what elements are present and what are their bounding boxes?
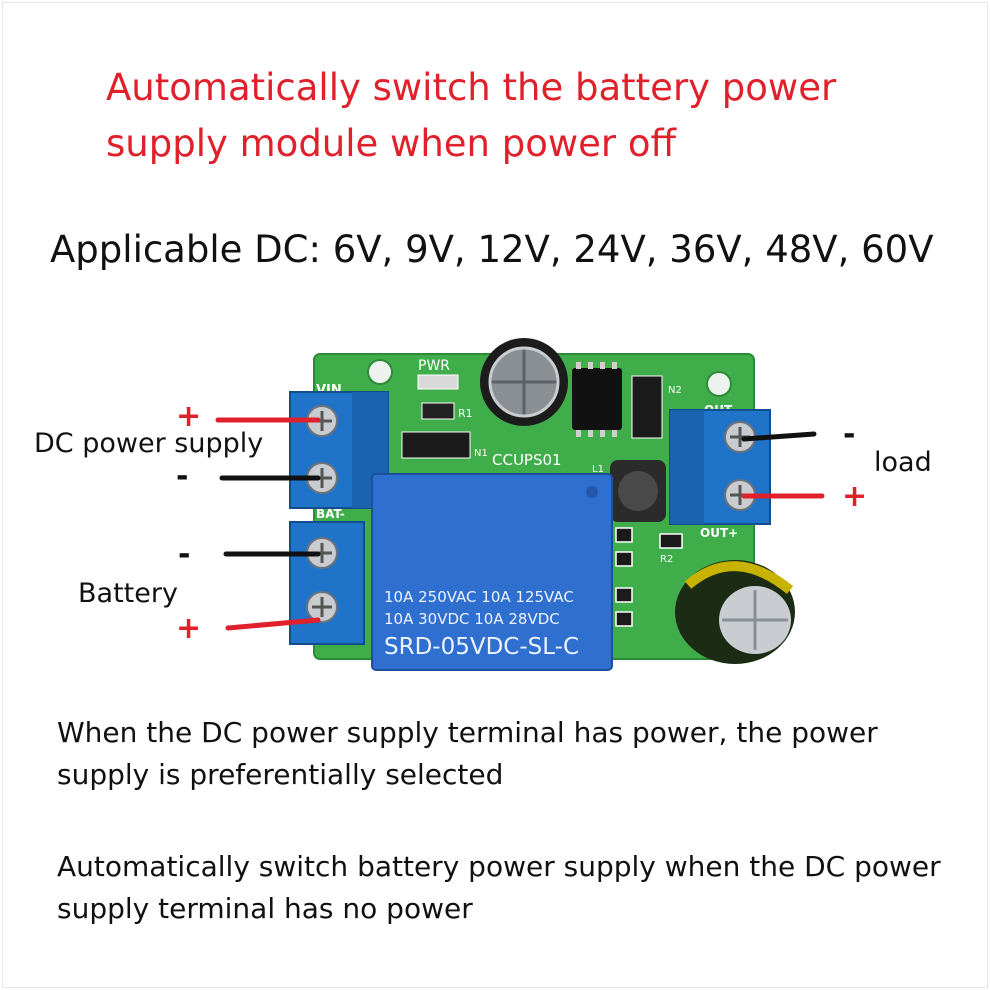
mount-hole <box>367 359 393 385</box>
label-battery: Battery <box>78 578 178 609</box>
diode-n1 <box>401 431 471 459</box>
smd-parts <box>615 527 683 627</box>
silk-pcb-id: CCUPS01 <box>492 451 562 469</box>
ic-chip <box>572 368 622 430</box>
terminal-load <box>669 409 771 525</box>
page-title: Automatically switch the battery power s… <box>106 66 837 165</box>
description-unpowered: Automatically switch battery power suppl… <box>57 850 941 925</box>
silk-out-plus: OUT+ <box>700 526 738 540</box>
mount-hole <box>706 371 732 397</box>
silk-n1: N1 <box>474 448 488 459</box>
dc-minus-sign: - <box>176 459 189 494</box>
wire-bat-plus <box>225 617 321 631</box>
pwr-led <box>417 374 459 390</box>
terminal-battery <box>289 521 365 645</box>
silk-n2: N2 <box>668 385 682 396</box>
load-minus-sign: - <box>843 417 856 452</box>
silk-pwr: PWR <box>418 358 450 374</box>
capacitor-large <box>675 560 795 664</box>
silk-bat: BAT- <box>316 507 345 521</box>
silk-r1: R1 <box>458 407 473 420</box>
resistor-r1 <box>421 402 455 420</box>
relay-model: SRD-05VDC-SL-C <box>384 634 579 660</box>
label-load: load <box>874 447 932 478</box>
wire-load-minus <box>741 431 817 442</box>
applicable-dc-text: Applicable DC: 6V, 9V, 12V, 24V, 36V, 48… <box>50 228 934 271</box>
ic-pins <box>576 362 617 437</box>
silk-l1: L1 <box>592 464 604 475</box>
load-plus-sign: + <box>842 479 868 514</box>
battery-plus-sign: + <box>176 611 202 646</box>
description-powered: When the DC power supply terminal has po… <box>57 716 878 791</box>
relay-rating-1: 10A 250VAC 10A 125VAC <box>384 588 574 606</box>
silk-r2: R2 <box>660 554 673 565</box>
battery-minus-sign: - <box>178 537 191 572</box>
diode-n2 <box>631 375 663 439</box>
relay: 10A 250VAC 10A 125VAC 10A 30VDC 10A 28VD… <box>371 473 613 671</box>
terminal-vin <box>289 391 389 509</box>
relay-rating-2: 10A 30VDC 10A 28VDC <box>384 610 560 628</box>
label-dc-power-supply: DC power supply <box>34 428 264 459</box>
dc-plus-sign: + <box>176 399 202 434</box>
